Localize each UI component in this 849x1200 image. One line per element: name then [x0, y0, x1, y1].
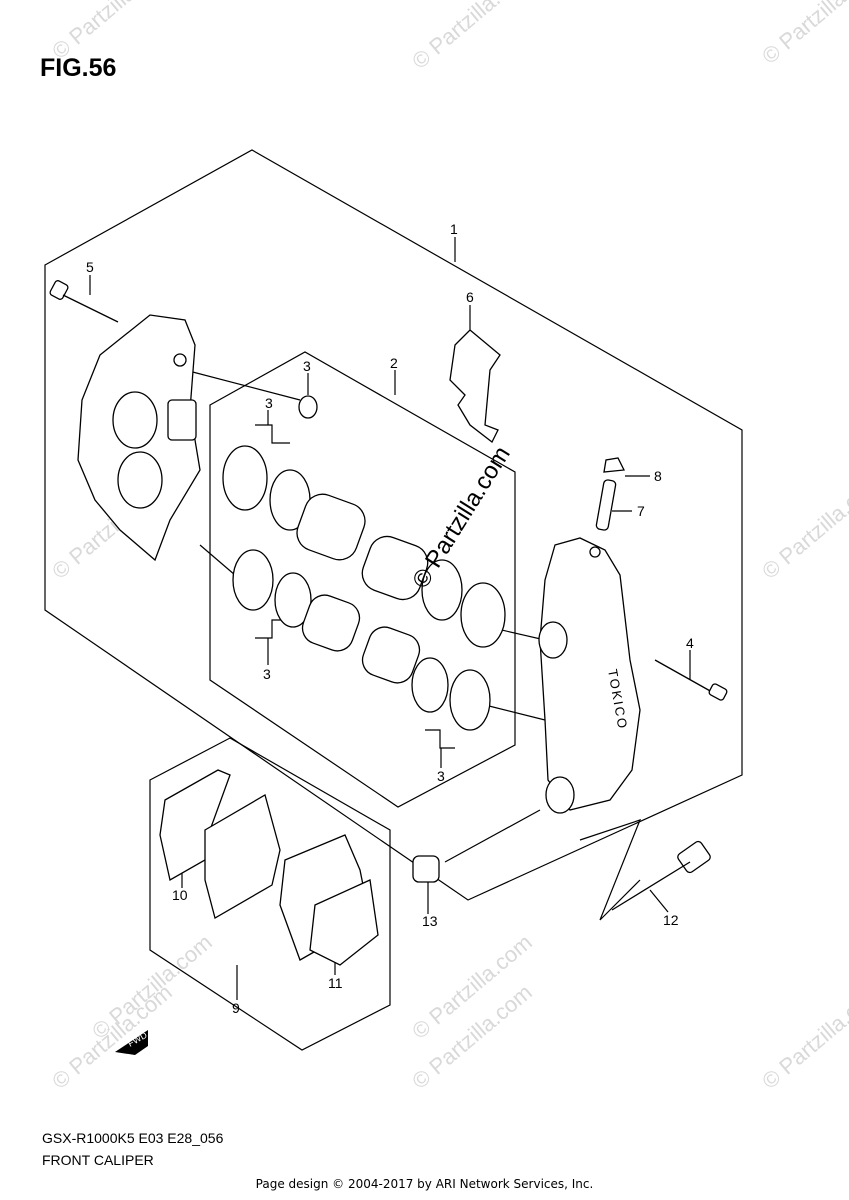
callout-3: 3: [265, 395, 273, 411]
figure-caption: FRONT CALIPER: [42, 1152, 154, 1168]
callout-10: 10: [172, 887, 188, 903]
callout-6: 6: [466, 289, 474, 305]
pad-pin-4: [654, 659, 728, 701]
caliper-mount-bolt-12: [611, 840, 711, 911]
callout-5: 5: [86, 259, 94, 275]
callout-11: 11: [328, 975, 343, 991]
watermark: © Partzilla.com: [757, 469, 849, 583]
callout-labels: 1 2 3 3 3 3 4 5 6 7 8 9 10 11 12 13: [86, 221, 694, 1016]
callout-3: 3: [263, 666, 271, 682]
callout-8: 8: [654, 468, 662, 484]
collar-13: [412, 855, 440, 883]
callout-1: 1: [450, 221, 458, 237]
figure-title: FIG.56: [40, 54, 117, 82]
callout-12: 12: [663, 912, 679, 928]
watermark: © Partzilla.com: [757, 0, 849, 69]
callout-3: 3: [437, 768, 445, 784]
bleeder-valve-7: [595, 479, 617, 531]
callout-3: 3: [303, 358, 311, 374]
leader-lines: [89, 237, 691, 1000]
callout-13: 13: [422, 913, 438, 929]
assembly-outline-1: [44, 149, 743, 901]
watermark: © Partzilla.com: [87, 929, 217, 1043]
watermark: © Partzilla.com: [757, 979, 849, 1093]
watermark: © Partzilla.com: [407, 0, 537, 74]
callout-7: 7: [637, 503, 645, 519]
seal-rings: [222, 445, 506, 731]
watermark: © Partzilla.com: [47, 0, 177, 64]
callout-2: 2: [390, 355, 398, 371]
seal-ring-3: [298, 395, 318, 419]
watermark-main: © Partzilla.com: [407, 442, 516, 593]
brake-pads: [159, 769, 379, 966]
pistons: [296, 493, 429, 684]
page-footer: Page design © 2004-2017 by ARI Network S…: [255, 1177, 594, 1191]
callout-4: 4: [686, 635, 694, 651]
caliper-body-right: TOKICO: [538, 537, 641, 814]
caliper-bolt-5: [49, 280, 119, 323]
caliper-body-left: [77, 314, 201, 562]
piston-set-outline-2: [209, 351, 516, 808]
pad-set-outline-9: [149, 737, 391, 1051]
pad-spring-6: [449, 329, 501, 443]
model-code: GSX-R1000K5 E03 E28_056: [42, 1130, 224, 1146]
callout-9: 9: [232, 1000, 240, 1016]
bleeder-cap-8: [603, 457, 626, 473]
